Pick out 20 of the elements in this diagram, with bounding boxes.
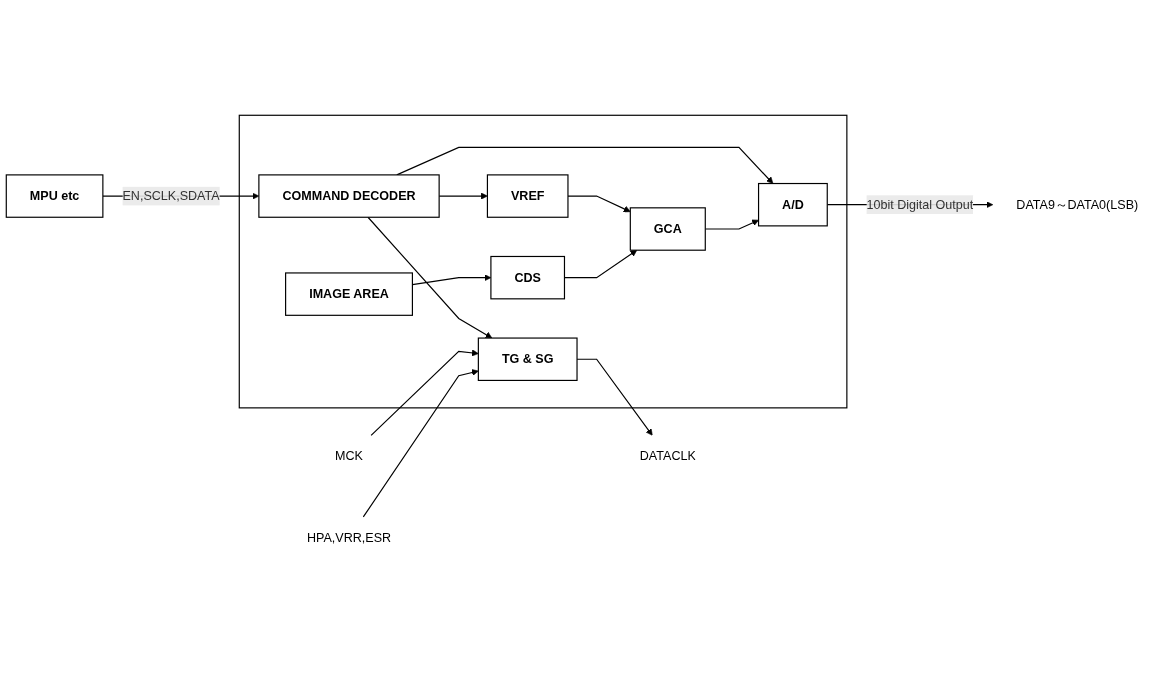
node-box: VREF — [486, 174, 569, 219]
node-box: MPU etc — [5, 174, 104, 219]
node-box: GCA — [629, 207, 706, 251]
node-text: DATACLK — [639, 449, 696, 463]
arrow — [367, 216, 493, 339]
node-text: DATA9～DATA0(LSB) — [1016, 197, 1139, 212]
arrow — [362, 369, 479, 518]
arrow — [567, 195, 631, 213]
node-box: COMMAND DECODER — [258, 174, 440, 219]
node-box: IMAGE AREA — [285, 272, 413, 317]
node-box: A/D — [757, 183, 828, 227]
node-box: TG & SG — [477, 337, 578, 382]
cluster — [238, 114, 848, 409]
node-text: HPA,VRR,ESR — [306, 531, 392, 545]
node-box: CDS — [490, 256, 566, 300]
edge-label: 10bit Digital Output — [866, 197, 974, 212]
edge-label: EN,SCLK,SDATA — [122, 189, 220, 203]
arrow — [396, 147, 774, 185]
node-text: MCK — [335, 449, 363, 463]
arrow — [370, 349, 479, 437]
